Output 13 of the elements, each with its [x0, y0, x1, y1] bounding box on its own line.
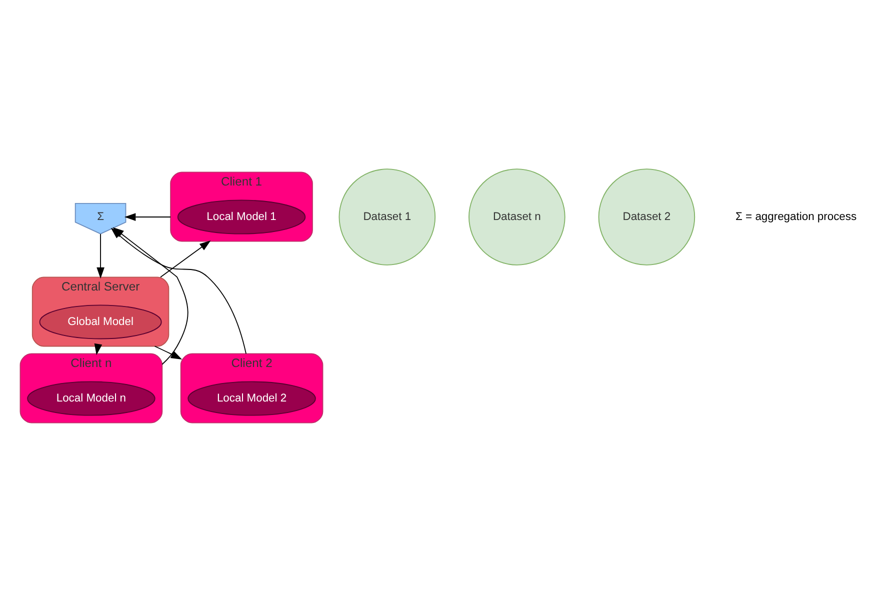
node-circle: Dataset 1: [338, 168, 436, 265]
arrow: [94, 342, 102, 355]
arrow: [154, 345, 182, 359]
node-ellipse: Global Model: [39, 304, 162, 339]
node-ellipse: Local Model n: [27, 380, 156, 416]
node-ellipse: Local Model 2: [188, 380, 316, 416]
arrow: [124, 212, 172, 220]
arrow: [160, 240, 211, 278]
arrow: [96, 233, 104, 278]
node-circle: Dataset n: [468, 168, 566, 265]
label: Σ = aggregation process: [736, 210, 857, 222]
node-ellipse: Local Model 1: [177, 199, 306, 234]
node-circle: Dataset 2: [598, 168, 696, 265]
